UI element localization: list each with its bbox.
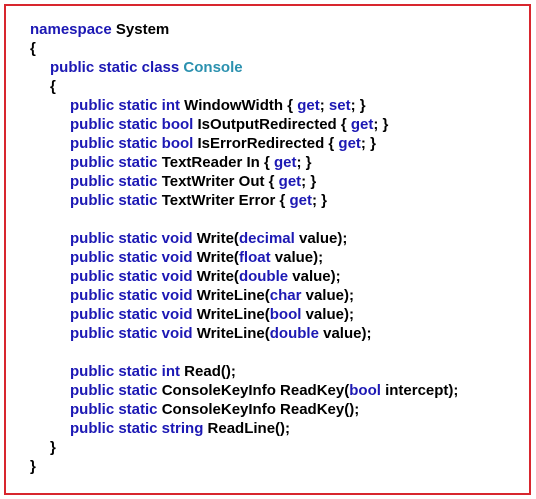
code-text-token: WriteLine(	[192, 325, 270, 342]
keyword-token: public static void	[70, 325, 193, 342]
keyword-token: public static	[70, 154, 158, 171]
keyword-token: namespace	[30, 21, 112, 38]
code-line: public static void WriteLine(double valu…	[30, 324, 458, 343]
code-line: }	[30, 438, 458, 457]
keyword-token: bool	[349, 382, 381, 399]
code-line: public static class Console	[30, 58, 458, 77]
code-text-token: IsErrorRedirected {	[193, 135, 339, 152]
blank-line	[30, 343, 458, 362]
code-line: public static int Read();	[30, 362, 458, 381]
code-text-token: Write(	[192, 268, 239, 285]
code-line: {	[30, 77, 458, 96]
keyword-token: get	[297, 97, 320, 114]
keyword-token: set	[328, 97, 351, 114]
code-text-token: WriteLine(	[192, 287, 270, 304]
code-text-token: Write(	[192, 249, 239, 266]
code-line: public static ConsoleKeyInfo ReadKey();	[30, 400, 458, 419]
code-text-token: IsOutputRedirected {	[193, 116, 351, 133]
code-text-token: value);	[294, 230, 348, 247]
code-text-token: WriteLine(	[192, 306, 270, 323]
code-line: public static bool IsOutputRedirected { …	[30, 115, 458, 134]
code-text-token: value);	[301, 306, 354, 323]
keyword-token: double	[238, 268, 289, 285]
code-text-token: }	[50, 439, 56, 456]
code-line: public static void Write(float value);	[30, 248, 458, 267]
keyword-token: bool	[269, 306, 302, 323]
code-line: public static bool IsErrorRedirected { g…	[30, 134, 458, 153]
code-line: public static string ReadLine();	[30, 419, 458, 438]
code-text-token: ; }	[360, 135, 376, 152]
code-text-token: value);	[270, 249, 324, 266]
code-text-token: ; }	[373, 116, 389, 133]
code-text-token: ConsoleKeyInfo ReadKey();	[157, 401, 360, 418]
keyword-token: get	[273, 154, 297, 171]
code-text-token: ConsoleKeyInfo ReadKey(	[157, 382, 350, 399]
keyword-token: public static	[70, 173, 158, 190]
keyword-token: public static bool	[70, 116, 194, 133]
keyword-token: public static void	[70, 306, 193, 323]
code-text-token: }	[30, 458, 36, 475]
code-text-token: ReadLine();	[203, 420, 291, 437]
keyword-token: public static int	[70, 363, 181, 380]
type-name-token: Console	[183, 59, 243, 76]
keyword-token: public static void	[70, 268, 193, 285]
code-line: public static void WriteLine(char value)…	[30, 286, 458, 305]
code-line: namespace System	[30, 20, 458, 39]
code-line: public static ConsoleKeyInfo ReadKey(boo…	[30, 381, 458, 400]
code-text-token: WindowWidth {	[180, 97, 298, 114]
code-text-token: System	[111, 21, 170, 38]
keyword-token: char	[269, 287, 302, 304]
code-text-token: ; }	[301, 173, 317, 190]
code-line: public static void WriteLine(bool value)…	[30, 305, 458, 324]
code-line: public static void Write(double value);	[30, 267, 458, 286]
code-text-token: TextWriter Out {	[157, 173, 279, 190]
code-line: public static TextReader In { get; }	[30, 153, 458, 172]
keyword-token: public static	[70, 401, 158, 418]
code-line: public static void Write(decimal value);	[30, 229, 458, 248]
keyword-token: public static void	[70, 249, 193, 266]
code-line: {	[30, 39, 458, 58]
code-text-token: Write(	[192, 230, 239, 247]
keyword-token: public static class	[50, 59, 180, 76]
code-text-token: value);	[318, 325, 372, 342]
code-line: }	[30, 457, 458, 476]
keyword-token: get	[278, 173, 302, 190]
keyword-token: get	[289, 192, 313, 209]
code-text-token: TextReader In {	[157, 154, 274, 171]
code-text-token: TextWriter Error {	[157, 192, 290, 209]
code-text-token: ; }	[350, 97, 366, 114]
keyword-token: get	[338, 135, 361, 152]
code-text-token: value);	[288, 268, 341, 285]
keyword-token: decimal	[238, 230, 295, 247]
keyword-token: public static	[70, 382, 158, 399]
code-line: public static int WindowWidth { get; set…	[30, 96, 458, 115]
code-line: public static TextWriter Error { get; }	[30, 191, 458, 210]
code-text-token: {	[50, 78, 56, 95]
code-text-token: value);	[301, 287, 354, 304]
code-text-token: ; }	[312, 192, 328, 209]
keyword-token: float	[238, 249, 271, 266]
keyword-token: public static void	[70, 230, 193, 247]
code-block: namespace System{public static class Con…	[30, 20, 458, 476]
keyword-token: get	[350, 116, 374, 133]
code-text-token: intercept);	[380, 382, 459, 399]
keyword-token: public static bool	[70, 135, 194, 152]
code-text-token: {	[30, 40, 36, 57]
code-text-token: ; }	[296, 154, 312, 171]
code-line: public static TextWriter Out { get; }	[30, 172, 458, 191]
blank-line	[30, 210, 458, 229]
keyword-token: public static	[70, 192, 158, 209]
code-text-token: ;	[319, 97, 329, 114]
code-frame: namespace System{public static class Con…	[4, 4, 531, 495]
keyword-token: double	[269, 325, 319, 342]
code-text-token: Read();	[180, 363, 236, 380]
keyword-token: public static int	[70, 97, 181, 114]
keyword-token: public static void	[70, 287, 193, 304]
keyword-token: public static string	[70, 420, 204, 437]
